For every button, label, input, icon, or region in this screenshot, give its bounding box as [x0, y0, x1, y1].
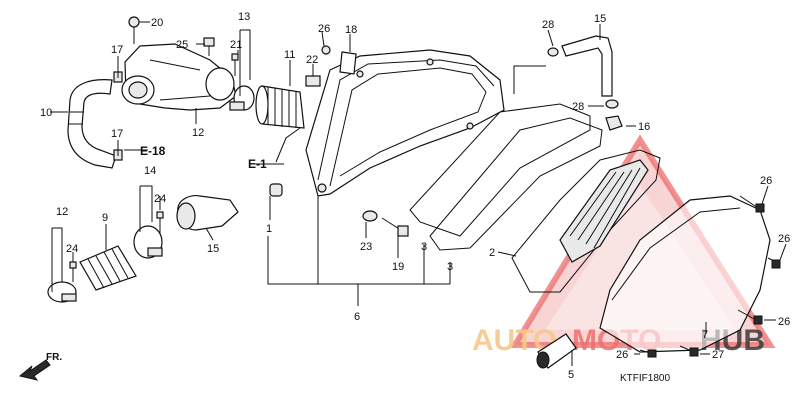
part-label: 22 [306, 54, 318, 66]
bellows-8 [79, 245, 137, 291]
leader-lines [50, 21, 787, 366]
part-label: 24 [154, 193, 166, 205]
part-label: 2 [489, 247, 495, 259]
part-label: 21 [230, 39, 242, 51]
part-label: 5 [568, 369, 574, 381]
ref-label-e18: E-18 [140, 144, 166, 158]
part-label: 26 [318, 23, 330, 35]
screws-26 [639, 195, 781, 358]
part-label: 23 [360, 241, 372, 253]
gasket-3b [429, 117, 603, 251]
part-labels: 10 17 17 20 25 12 21 13 11 26 18 22 12 2… [40, 11, 790, 384]
gasket-3a [409, 103, 591, 237]
front-arrow-icon [18, 359, 51, 381]
case-body-5 [305, 49, 505, 197]
part-label: 9 [102, 212, 108, 224]
part-label: 6 [354, 311, 360, 323]
part-label: 18 [345, 24, 357, 36]
part-label: 28 [542, 19, 554, 31]
diagram-code: KTFIF1800 [620, 373, 670, 384]
part-label: 20 [151, 17, 163, 29]
part-label: 28 [572, 101, 584, 113]
part-label: 24 [66, 243, 78, 255]
part-label: 15 [207, 243, 219, 255]
part-label: 26 [760, 175, 772, 187]
part-label: 26 [778, 233, 790, 245]
part-label: 16 [638, 121, 650, 133]
part-label: 12 [56, 206, 68, 218]
part-label: 12 [192, 127, 204, 139]
part-label: 17 [111, 44, 123, 56]
part-label: 27 [712, 349, 724, 361]
part-label: 3 [421, 241, 427, 253]
gasket-2 [511, 149, 661, 293]
part-label: 3 [447, 261, 453, 273]
part-label: 26 [616, 349, 628, 361]
filter-element [559, 159, 649, 263]
part-drawings [18, 16, 781, 381]
part-label: 11 [284, 49, 295, 61]
part-label: 25 [176, 39, 188, 51]
part-label: 15 [594, 13, 606, 25]
part-label: 13 [238, 11, 250, 23]
part-label: 1 [266, 223, 272, 235]
part-label: 7 [702, 329, 708, 341]
part-label: 17 [111, 128, 123, 140]
tube-15 [561, 35, 613, 97]
ref-label-e1: E-1 [248, 157, 267, 171]
part-label: 14 [144, 165, 156, 177]
part-label: 19 [392, 261, 404, 273]
part-label: 10 [40, 107, 52, 119]
direction-label: FR. [46, 352, 62, 363]
part-label: 26 [778, 316, 790, 328]
